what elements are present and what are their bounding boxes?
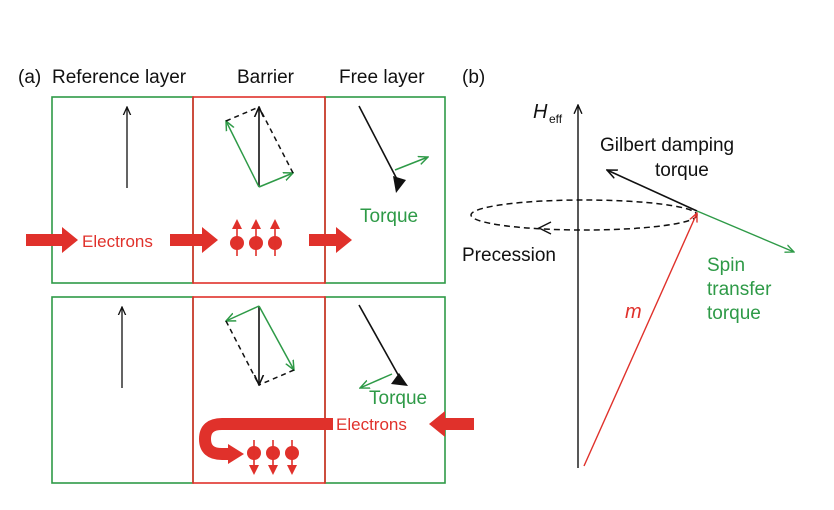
top-barrier-box [192, 96, 326, 284]
bottom-row: Torque Electrons [51, 296, 474, 484]
top-barrier-green-arrow-right [258, 173, 293, 188]
heff-label: H [533, 101, 548, 123]
top-free-layer-box [324, 96, 446, 284]
top-free-magnetization-arrow [358, 105, 401, 186]
top-torque-arrow [394, 157, 428, 171]
top-row: Torque Electrons [26, 96, 446, 284]
spin-transfer-label-line1: Spin [707, 255, 745, 276]
top-free-arrowhead [393, 176, 406, 193]
precession-direction-arrow [537, 221, 552, 235]
spin-up-electrons [230, 219, 282, 256]
gilbert-damping-label-line2: torque [655, 160, 709, 181]
heff-subscript: eff [549, 112, 563, 126]
spin-transfer-label-line2: transfer [707, 279, 772, 300]
bottom-barrier-green-arrow-left [226, 305, 260, 321]
bottom-torque-arrow [360, 373, 393, 388]
bottom-barrier-green-arrow-down [258, 305, 294, 370]
bottom-torque-label: Torque [369, 388, 427, 409]
gilbert-damping-label-line1: Gilbert damping [600, 135, 734, 156]
reference-layer-header: Reference layer [52, 67, 187, 88]
panel-b-label: (b) [462, 67, 485, 88]
free-layer-header: Free layer [339, 67, 425, 88]
bottom-free-arrowhead [391, 373, 408, 386]
barrier-header: Barrier [237, 67, 295, 88]
bottom-electrons-label: Electrons [336, 415, 407, 434]
bottom-electron-flow-arrow [429, 411, 474, 437]
reflected-electron-path [198, 418, 333, 460]
m-label: m [625, 301, 642, 323]
top-electron-flow-arrow [26, 227, 78, 253]
top-electron-flow-arrow [170, 227, 218, 253]
top-barrier-dashed-line [258, 106, 294, 174]
bottom-barrier-box [192, 296, 326, 484]
bottom-free-magnetization-arrow [358, 304, 402, 381]
precession-label: Precession [462, 245, 556, 266]
reflected-electron-arrowhead [228, 444, 244, 464]
precession-ellipse [470, 199, 698, 231]
spin-down-electrons [247, 440, 299, 475]
top-electrons-label: Electrons [82, 232, 153, 251]
magnetization-m-arrow [583, 213, 697, 467]
top-torque-label: Torque [360, 206, 418, 227]
top-electron-flow-arrow [309, 227, 352, 253]
top-barrier-dashed-line [225, 106, 260, 122]
spin-transfer-torque-arrow [696, 210, 794, 252]
gilbert-damping-torque-arrow [607, 170, 698, 212]
bottom-barrier-dashed-line [225, 320, 260, 386]
panel-a-label: (a) [18, 67, 41, 88]
spin-transfer-label-line3: torque [707, 303, 761, 324]
bottom-barrier-dashed-line [258, 369, 295, 386]
top-reference-layer-box [51, 96, 194, 284]
top-barrier-green-arrow-up [226, 121, 260, 188]
